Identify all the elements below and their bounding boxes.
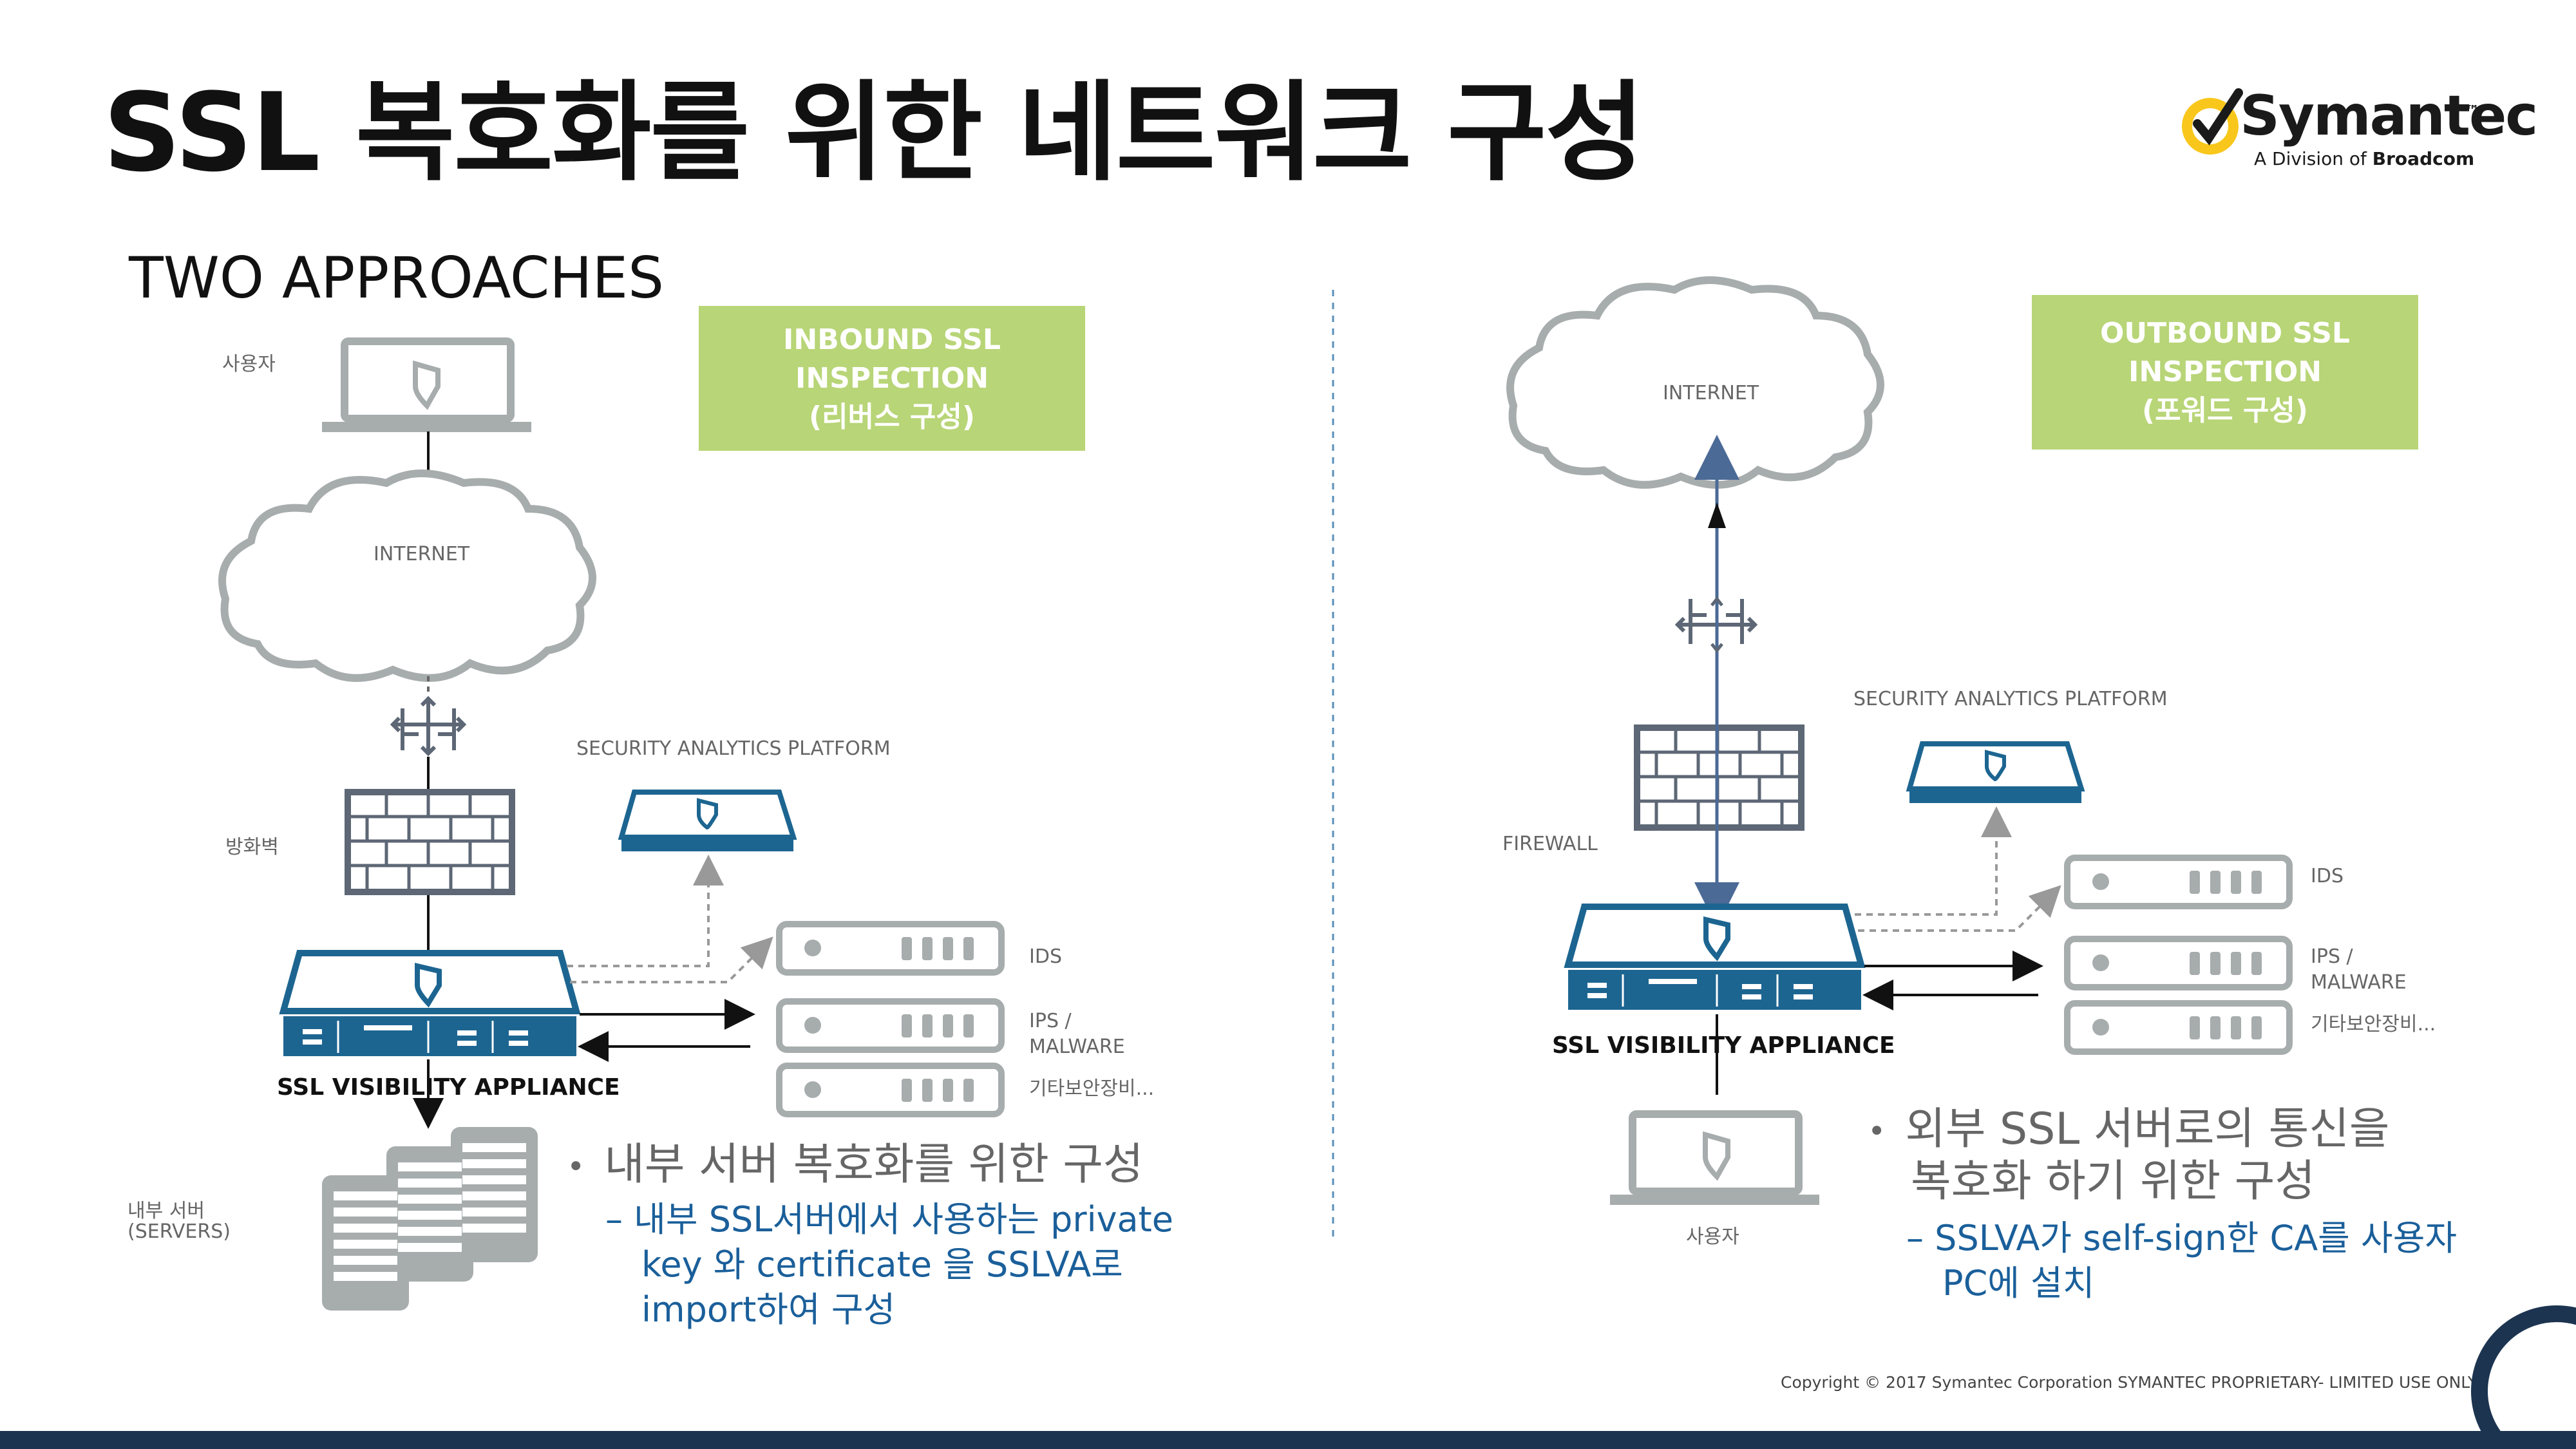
right-box-line-2: INSPECTION — [2128, 355, 2322, 388]
left-servers-label-1: 내부 서버 — [128, 1200, 205, 1222]
right-bullet-line-1: • 외부 SSL 서버로의 통신을 — [1868, 1104, 2544, 1157]
right-other-label: 기타보안장비... — [2311, 1013, 2436, 1036]
right-user-laptop-icon — [1610, 1110, 1819, 1205]
right-sap-label: SECURITY ANALYTICS PLATFORM — [1853, 688, 2168, 710]
left-bullet-main: 내부 서버 복호화를 위한 구성 — [604, 1139, 1144, 1190]
right-other-server-icon — [2064, 1000, 2293, 1055]
left-user-laptop-icon — [322, 337, 531, 432]
right-ips-label-1: IPS / — [2311, 945, 2353, 968]
symantec-check-icon — [2182, 88, 2243, 155]
right-internet-label: INTERNET — [1663, 382, 1759, 404]
left-bullet-text: • 내부 서버 복호화를 위한 구성 — [567, 1140, 1275, 1192]
section-divider — [1332, 290, 1334, 1236]
right-outbound-box: OUTBOUND SSL INSPECTION (포워드 구성) — [2032, 295, 2418, 450]
right-ssl-appliance-icon — [1564, 904, 1866, 1010]
right-bullet-text: • 외부 SSL 서버로의 통신을 복호화 하기 위한 구성 — [1868, 1104, 2544, 1207]
page-title: SSL 복호화를 위한 네트워크 구성 — [103, 70, 1645, 196]
left-other-label: 기타보안장비... — [1029, 1077, 1155, 1100]
copyright-text: Copyright © 2017 Symantec Corporation SY… — [1781, 1373, 2478, 1392]
left-firewall-label: 방화벽 — [225, 836, 279, 858]
right-bullet-dot: • — [1868, 1113, 1886, 1150]
left-internal-servers-icon — [322, 1127, 538, 1311]
left-security-analytics-icon — [618, 790, 797, 851]
left-box-line-3: (리버스 구성) — [809, 400, 975, 433]
logo-tm: ™ — [2465, 103, 2479, 119]
left-ips-server-icon — [776, 998, 1005, 1053]
left-other-server-icon — [776, 1063, 1005, 1117]
right-box-line-1: OUTBOUND SSL — [2100, 317, 2350, 350]
left-appliance-label: SSL VISIBILITY APPLIANCE — [277, 1074, 620, 1101]
right-dashed-to-ids — [1858, 885, 2061, 932]
left-sub-line-1: – 내부 SSL서버에서 사용하는 private — [605, 1199, 1174, 1240]
left-bullet: • 내부 서버 복호화를 위한 구성 – 내부 SSL서버에서 사용하는 priv… — [567, 1140, 1275, 1332]
left-sub-line-2: key 와 certificate 을 SSLVA로 — [641, 1244, 1123, 1285]
logo-tagline-brand: Broadcom — [2372, 148, 2475, 169]
right-bullet-main-1: 외부 SSL 서버로의 통신을 — [1905, 1104, 2390, 1155]
logo-tagline: A Division of Broadcom — [2254, 148, 2474, 169]
symantec-logo: Symantec ™ A Division of Broadcom — [2177, 77, 2538, 180]
right-ips-label-2: MALWARE — [2311, 971, 2407, 994]
right-ids-label: IDS — [2311, 865, 2344, 887]
left-firewall-icon — [345, 789, 515, 895]
right-firewall-icon — [1634, 724, 1804, 831]
right-black-arrowhead — [1708, 502, 1726, 528]
left-router-icon — [390, 696, 467, 757]
right-internet-cloud-icon — [1506, 276, 1884, 489]
left-ids-label: IDS — [1029, 945, 1062, 968]
right-box-line-3: (포워드 구성) — [2142, 394, 2308, 427]
page-subtitle: TWO APPROACHES — [129, 245, 664, 311]
right-sub-line-2: PC에 설치 — [1942, 1263, 2095, 1304]
right-subbullet: – SSLVA가 self-sign한 CA를 사용자 PC에 설치 — [1906, 1216, 2544, 1306]
right-router-arrows-icon — [1710, 596, 1723, 654]
left-sap-label: SECURITY ANALYTICS PLATFORM — [576, 737, 891, 760]
left-bullet-dot: • — [567, 1149, 585, 1186]
left-box-line-2: INSPECTION — [795, 361, 989, 395]
right-user-label: 사용자 — [1686, 1226, 1739, 1248]
right-bullet: • 외부 SSL 서버로의 통신을 복호화 하기 위한 구성 – SSLVA가 s… — [1868, 1104, 2544, 1306]
right-dashed-to-sap — [1855, 806, 2012, 916]
right-ids-server-icon — [2064, 855, 2293, 909]
right-sub-line-1: – SSLVA가 self-sign한 CA를 사용자 — [1906, 1218, 2458, 1259]
right-bullet-main-2: 복호화 하기 위한 구성 — [1911, 1156, 2315, 1208]
left-dashed-to-ids — [570, 936, 773, 983]
right-security-analytics-icon — [1906, 741, 2085, 803]
left-internet-label: INTERNET — [374, 543, 470, 565]
right-ips-server-icon — [2064, 936, 2293, 990]
left-ips-label-2: MALWARE — [1029, 1036, 1125, 1058]
left-dashed-to-sap — [567, 855, 724, 967]
corner-ring-icon — [2471, 1305, 2576, 1431]
left-inbound-box: INBOUND SSL INSPECTION (리버스 구성) — [699, 306, 1085, 451]
left-ssl-appliance-icon — [279, 950, 581, 1056]
left-subbullet: – 내부 SSL서버에서 사용하는 private key 와 certific… — [605, 1197, 1275, 1332]
left-ids-server-icon — [776, 921, 1005, 976]
left-ips-label-1: IPS / — [1029, 1010, 1072, 1032]
left-sub-line-3: import하여 구성 — [641, 1289, 896, 1331]
right-appliance-label: SSL VISIBILITY APPLIANCE — [1552, 1032, 1895, 1059]
left-servers-label-2: (SERVERS) — [128, 1220, 231, 1243]
logo-tagline-prefix: A Division of — [2254, 148, 2372, 169]
right-firewall-label: FIREWALL — [1502, 833, 1598, 855]
left-internet-cloud-icon — [218, 469, 596, 682]
left-box-line-1: INBOUND SSL — [783, 323, 1001, 356]
left-diagram — [218, 337, 1005, 1311]
right-diagram — [1506, 276, 2293, 1205]
left-user-label: 사용자 — [222, 353, 276, 375]
logo-brand: Symantec — [2240, 84, 2538, 148]
bottom-bar — [0, 1431, 2576, 1449]
